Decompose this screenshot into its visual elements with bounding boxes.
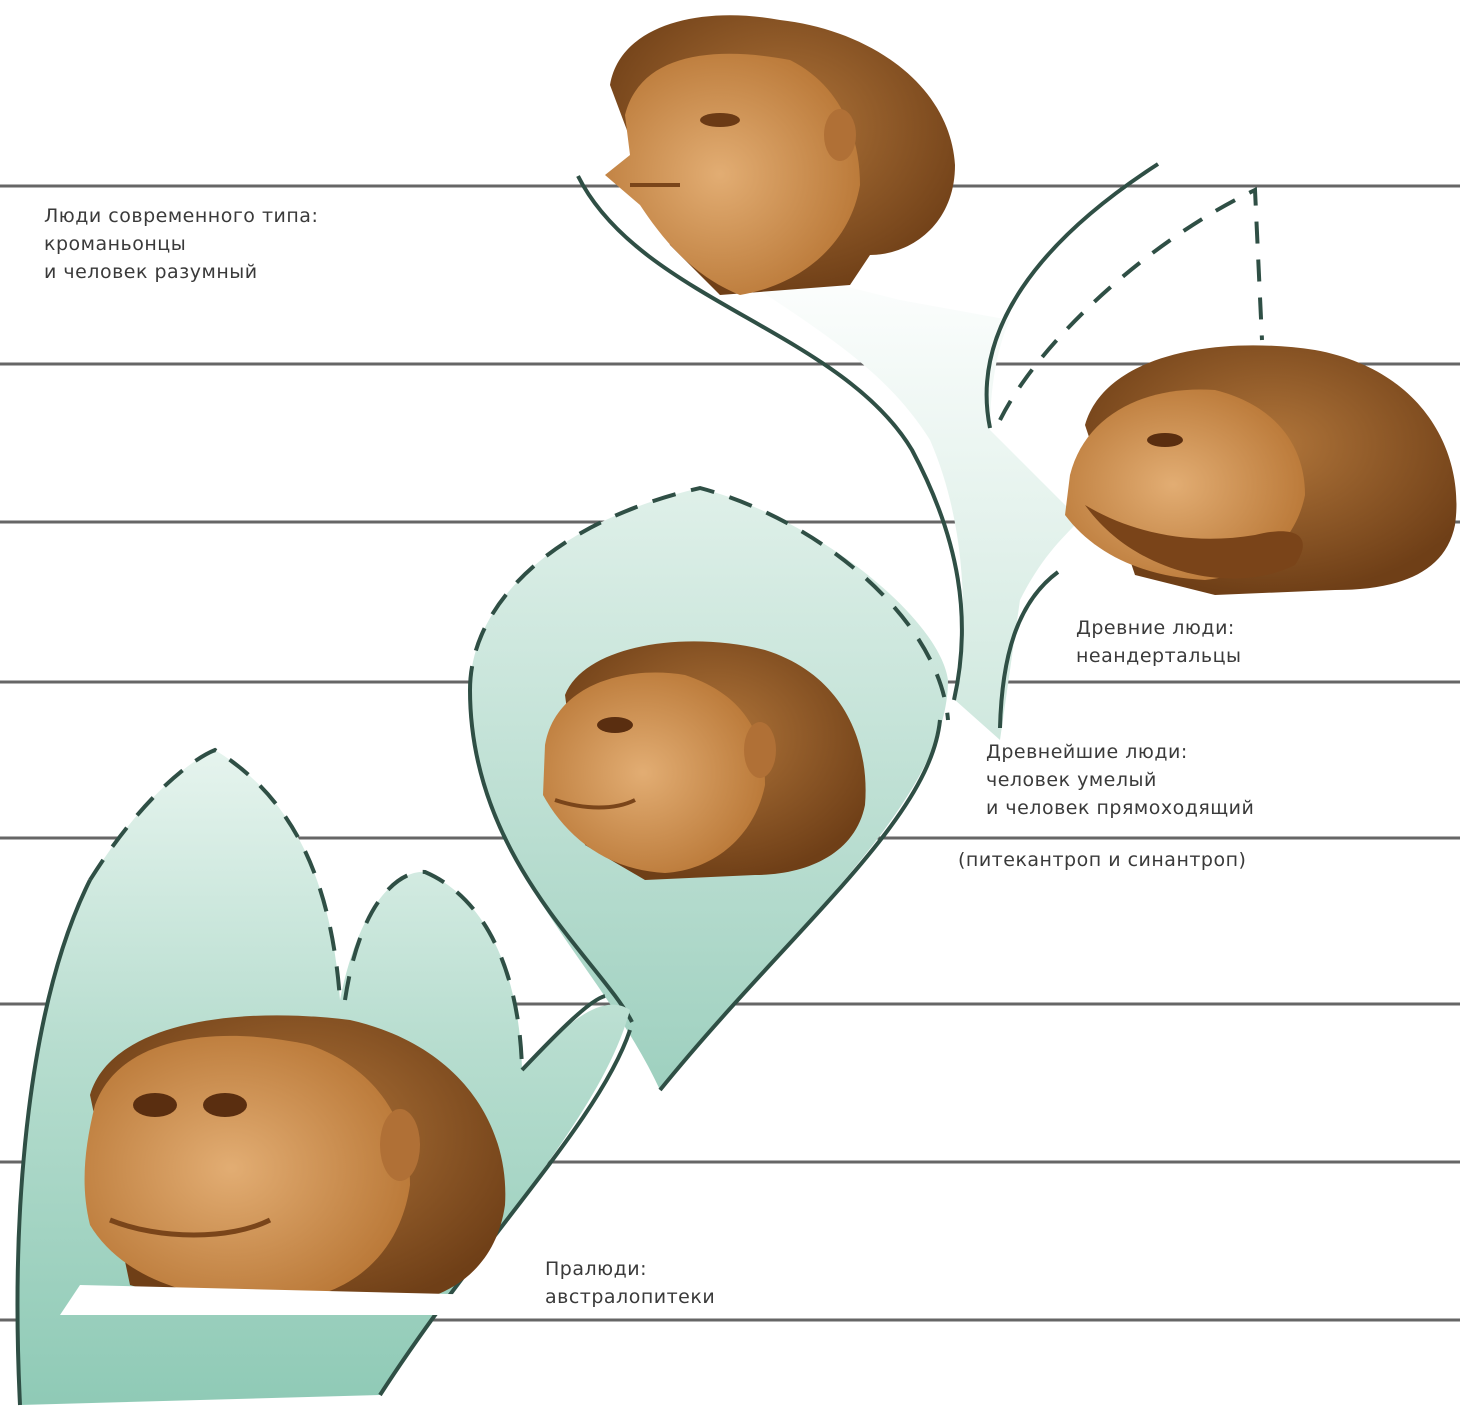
neanderthal-head-icon	[1065, 345, 1456, 595]
label-pithecanthropus-text: (питекантроп и синантроп)	[958, 846, 1246, 874]
label-modern-line-3: и человек разумный	[44, 258, 318, 286]
label-modern-humans: Люди современного типа: кроманьонцы и че…	[44, 202, 318, 286]
label-australopithecus-line-2: австралопитеки	[545, 1283, 715, 1311]
label-archanthropes: Древнейшие люди: человек умелый и челове…	[986, 738, 1254, 822]
label-australopithecus-line-1: Пралюди:	[545, 1255, 715, 1283]
label-neanderthals: Древние люди: неандертальцы	[1076, 614, 1242, 670]
label-archanthropes-line-3: и человек прямоходящий	[986, 794, 1254, 822]
label-archanthropes-line-1: Древнейшие люди:	[986, 738, 1254, 766]
label-modern-line-2: кроманьонцы	[44, 230, 318, 258]
label-neanderthal-line-2: неандертальцы	[1076, 642, 1242, 670]
label-neanderthal-line-1: Древние люди:	[1076, 614, 1242, 642]
label-pithecanthropus-note: (питекантроп и синантроп)	[958, 846, 1246, 874]
label-archanthropes-line-2: человек умелый	[986, 766, 1254, 794]
label-australopithecus: Пралюди: австралопитеки	[545, 1255, 715, 1311]
label-modern-line-1: Люди современного типа:	[44, 202, 318, 230]
